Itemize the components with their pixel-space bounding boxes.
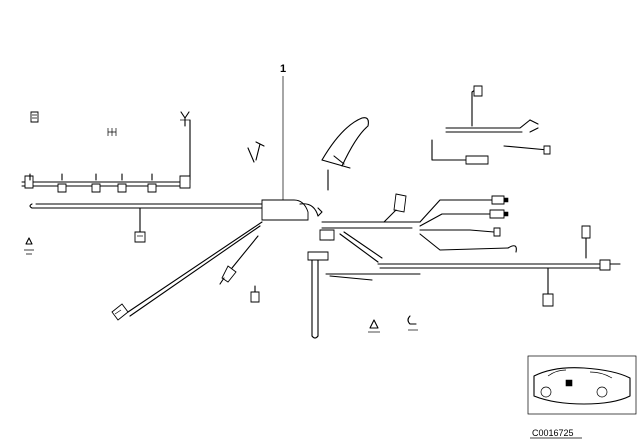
oxygen-sensor-probe	[219, 235, 259, 285]
loose-clip-left	[30, 111, 39, 123]
image-code: C0016725	[532, 428, 574, 438]
loose-terminal-a	[368, 319, 380, 333]
main-trunk-harness	[29, 203, 263, 243]
loose-plug-left	[24, 237, 34, 255]
central-bundle	[319, 221, 609, 281]
central-junction-block	[261, 199, 323, 221]
diagonal-sensor-branch	[111, 221, 263, 321]
grommet-top	[180, 111, 190, 127]
intake-tube	[321, 117, 369, 191]
right-fanout-harness	[419, 195, 517, 253]
right-end-connector	[542, 225, 621, 307]
callout-number-1: 1	[280, 63, 286, 75]
loose-plug-center	[250, 285, 260, 303]
relay-connector	[383, 193, 407, 223]
vehicle-inset-box	[527, 355, 637, 415]
loose-terminal-b	[407, 315, 418, 331]
loose-clip-middle	[107, 128, 117, 136]
fuse-pair	[247, 141, 265, 163]
top-right-harness	[431, 85, 551, 165]
vertical-drop-harness	[307, 251, 329, 339]
left-connector-branch	[21, 119, 191, 193]
